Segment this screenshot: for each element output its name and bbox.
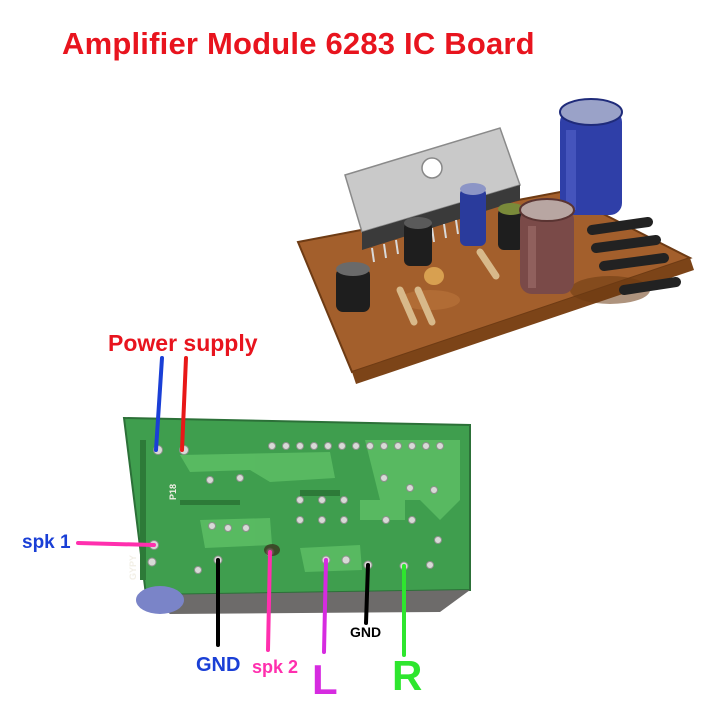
top-board-photo [296,98,694,384]
label-spk2: spk 2 [252,657,299,677]
diodes [587,217,681,295]
resistors [396,248,500,326]
label-spk1: spk 1 [22,532,71,553]
power-positive-wire [180,356,188,452]
capacitor-small-blue [460,183,486,246]
capacitor-brown [519,198,575,294]
spk2-wire [266,550,272,652]
capacitor-black [336,203,524,312]
svg-text:P18: P18 [168,484,178,500]
gnd-right-wire [364,563,370,625]
spk1-wire [76,541,156,547]
capacitor-large-blue [559,98,623,215]
power-negative-wire [154,356,164,452]
ceramic-capacitor [424,267,444,285]
page-title: Amplifier Module 6283 IC Board [62,26,535,61]
left-input-wire [322,558,328,654]
label-right-input: R [392,652,423,699]
annotation-wires [76,356,406,657]
label-left-input: L [312,656,338,703]
svg-text:GYPY: GYPY [128,555,138,580]
label-gnd-left: GND [196,654,241,676]
capacitor-bottom-visible [136,586,184,614]
bottom-board-photo: P18 GYPY [122,416,471,614]
label-power-supply: Power supply [108,330,258,356]
label-gnd-right: GND [350,624,382,640]
